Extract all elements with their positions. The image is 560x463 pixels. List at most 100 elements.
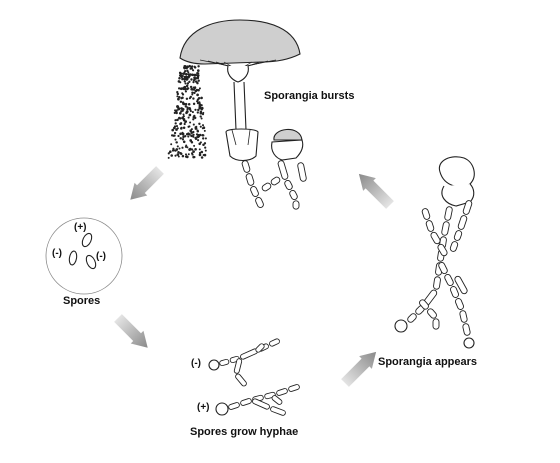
- spore-plus: [81, 232, 93, 248]
- spore-dot: [180, 87, 183, 91]
- hypha-segment: [297, 162, 307, 182]
- spore-dot: [204, 146, 207, 149]
- hypha-segment: [261, 182, 272, 192]
- spore-dot: [192, 118, 195, 121]
- spore-dot: [188, 125, 191, 128]
- spore-dot: [185, 73, 188, 76]
- spore-dot: [184, 121, 187, 124]
- hypha-segment: [219, 358, 230, 367]
- spore-dot: [178, 107, 181, 111]
- right-spore-left: [394, 319, 408, 333]
- spore-dot: [200, 96, 203, 100]
- hypha-segment: [453, 230, 463, 241]
- spore-dot: [200, 104, 203, 107]
- spore-dot: [190, 87, 194, 91]
- spore-dot: [174, 138, 177, 141]
- hypha-segment: [270, 176, 281, 186]
- spore-dot: [194, 148, 197, 151]
- spore-dot: [185, 111, 188, 115]
- spore-dot: [192, 130, 195, 134]
- spore-dot: [180, 97, 183, 100]
- spore-dot: [192, 88, 196, 91]
- spore-dot: [176, 95, 179, 98]
- sporangia-bursts-illustration: [167, 19, 307, 210]
- burst-stalk: [233, 81, 247, 131]
- spore-dot: [197, 88, 200, 92]
- spore-dot: [197, 136, 200, 139]
- spore-dot: [175, 128, 178, 131]
- spore-dot: [195, 133, 199, 136]
- right-spore-right: [463, 337, 475, 349]
- label-spores-grow-hyphae: Spores grow hyphae: [190, 426, 299, 438]
- spore-dot: [187, 65, 190, 68]
- spore-dot: [181, 107, 185, 111]
- spore-dot: [191, 93, 194, 96]
- spore-dot: [181, 92, 184, 95]
- spore-dot: [196, 77, 200, 80]
- spore-dot: [189, 121, 192, 124]
- hyphae-plus-mark: (+): [197, 402, 210, 413]
- spore-dot: [201, 124, 205, 127]
- spore-dot: [200, 117, 203, 120]
- bottom-hyphae: [219, 338, 300, 416]
- spore-dot: [188, 108, 192, 111]
- spore-dot: [198, 142, 201, 146]
- germinating-spore-plus: [215, 402, 229, 416]
- hypha-segment: [241, 160, 251, 173]
- hypha-segment: [233, 358, 243, 374]
- spore-dot: [191, 91, 194, 94]
- spore-dot: [184, 90, 188, 93]
- spore-dot: [196, 111, 199, 114]
- hyphae-growth-illustration: [208, 338, 300, 416]
- spore-dot: [174, 154, 177, 157]
- spore-dot: [182, 118, 186, 121]
- spore-dot: [198, 103, 201, 107]
- spore-dot: [193, 116, 197, 120]
- spore-dot: [173, 111, 176, 115]
- spore-dot: [176, 145, 179, 148]
- spore-dot: [200, 156, 204, 159]
- spore-dot: [187, 153, 190, 156]
- spore-dot: [194, 137, 198, 140]
- released-spores-cloud: [167, 64, 207, 159]
- spore-dot: [193, 114, 196, 118]
- spore-dot: [176, 92, 180, 96]
- spore-minus-right: [85, 254, 97, 270]
- arrow-sporangia-to-top: [358, 173, 394, 209]
- spore-dot: [192, 123, 195, 126]
- spore-dot: [201, 127, 204, 130]
- spore-dot: [192, 97, 195, 100]
- hypha-segment: [245, 173, 255, 186]
- spore-dot: [188, 97, 191, 100]
- hypha-segment: [250, 186, 259, 197]
- hypha-segment: [252, 398, 270, 410]
- spore-dot: [190, 78, 193, 81]
- spore-dot: [181, 74, 184, 77]
- hypha-segment: [276, 388, 288, 396]
- spore-dot: [189, 110, 192, 113]
- spore-minus-left: [68, 250, 78, 266]
- spore-dot: [184, 75, 188, 79]
- spore-dot: [187, 71, 190, 74]
- spore-dot: [174, 119, 177, 122]
- spore-dot: [181, 146, 184, 149]
- hypha-segment: [255, 197, 264, 208]
- hypha-segment: [284, 179, 293, 191]
- spore-dot: [183, 71, 186, 74]
- small-sporangium: [273, 128, 303, 141]
- hypha-segment: [228, 402, 240, 410]
- spore-dot: [199, 125, 202, 128]
- spore-dot: [190, 134, 193, 138]
- spore-dot: [180, 110, 183, 113]
- spore-dot: [199, 115, 202, 118]
- spore-dot: [175, 111, 178, 115]
- spore-dot: [181, 109, 184, 112]
- spore-dot: [177, 155, 180, 158]
- spore-dot: [189, 95, 193, 99]
- spore-dot: [178, 77, 181, 80]
- spore-dot: [179, 81, 182, 84]
- hypha-segment: [421, 208, 431, 220]
- hypha-segment: [292, 200, 300, 210]
- spore-dot: [190, 148, 194, 151]
- spore-dot: [201, 133, 204, 137]
